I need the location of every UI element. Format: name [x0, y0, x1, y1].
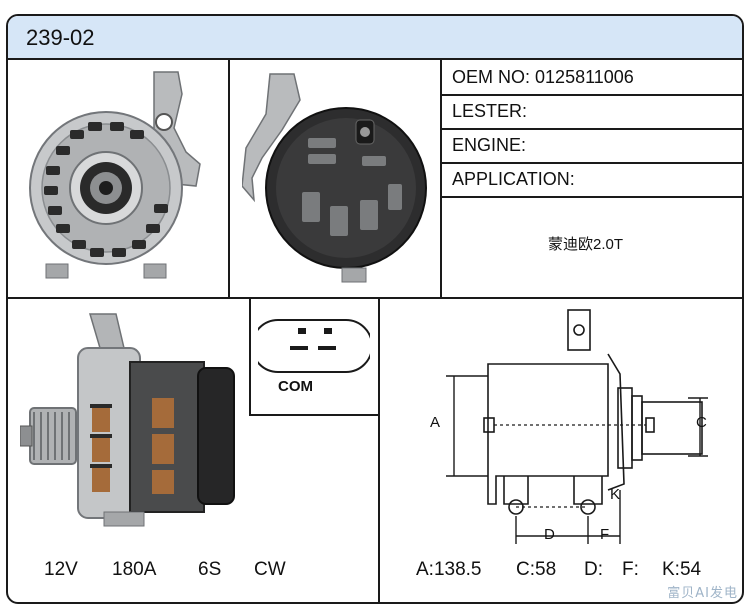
dimension-value-d: D:: [584, 559, 603, 580]
oem-value: 0125811006: [535, 67, 634, 87]
dimension-label-a: A: [430, 414, 441, 431]
alternator-side-view-image: [20, 313, 235, 527]
oem-label: OEM NO:: [452, 67, 531, 87]
dimension-value-c: C:58: [516, 559, 557, 580]
header-bar: 239-02: [8, 16, 742, 60]
part-number-title: 239-02: [26, 25, 95, 50]
info-row-line-1: [440, 94, 742, 96]
watermark-text: 富贝AI发电: [667, 586, 738, 601]
connector-plug-diagram: [258, 319, 370, 373]
connector-box-left: [249, 297, 251, 415]
dimension-value-f: F:: [622, 559, 639, 580]
dimension-label-f: F: [600, 526, 610, 543]
dimension-label-k: K: [610, 486, 621, 503]
info-row-line-4: [440, 196, 742, 198]
oem-row: OEM NO: 0125811006: [452, 67, 634, 88]
dimension-value-a: A:138.5: [416, 559, 482, 580]
dimension-value-k: K:54: [662, 559, 702, 580]
alternator-front-view-image: [29, 71, 201, 279]
dimension-label-d: D: [544, 526, 555, 543]
engine-label: ENGINE:: [452, 135, 527, 155]
spec-current: 180A: [112, 559, 157, 580]
divider-horizontal-middle: [8, 297, 742, 299]
spec-pulley: 6S: [198, 559, 222, 580]
divider-vertical-top-1: [228, 60, 230, 298]
info-row-line-2: [440, 128, 742, 130]
connector-box-bottom: [249, 414, 380, 416]
lester-label: LESTER:: [452, 101, 528, 121]
spec-rotation: CW: [254, 559, 286, 580]
dimension-drawing: [446, 309, 708, 544]
application-label: APPLICATION:: [452, 169, 575, 189]
divider-vertical-bottom: [378, 297, 380, 602]
divider-vertical-top-2: [440, 60, 442, 298]
info-row-line-3: [440, 162, 742, 164]
connector-label: COM: [278, 378, 313, 395]
product-sheet: 239-02 OEM NO: 0125811006 LESTER: ENGINE…: [6, 14, 744, 604]
application-value: 蒙迪欧2.0T: [548, 236, 624, 253]
alternator-rear-view-image: [242, 73, 427, 283]
dimension-label-c: C: [696, 414, 707, 431]
spec-voltage: 12V: [44, 559, 78, 580]
